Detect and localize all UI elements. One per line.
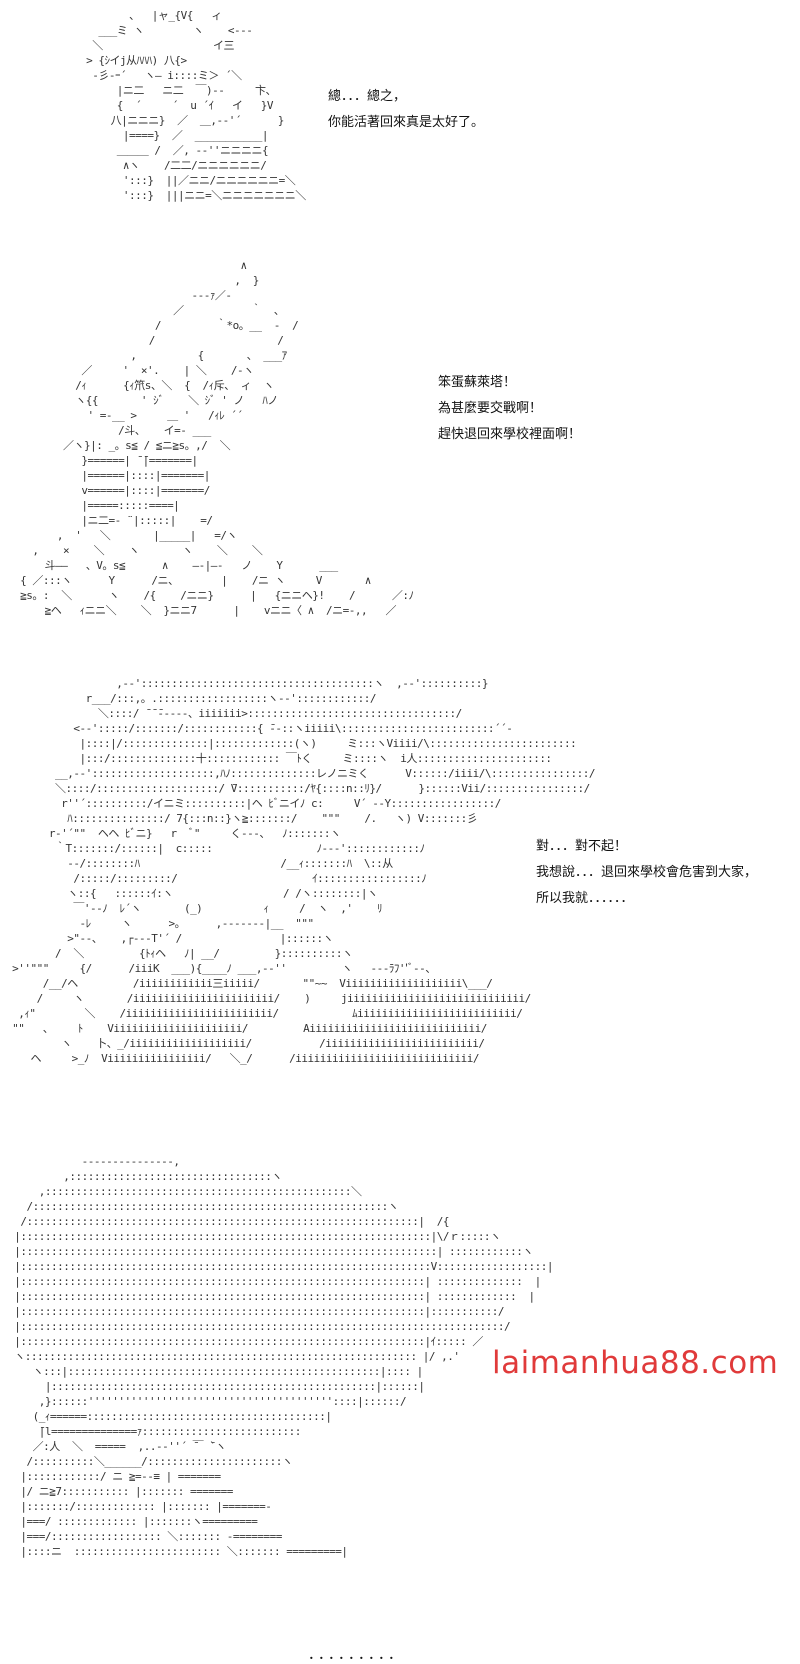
dialogue-line: 對．．．對不起！: [536, 839, 628, 854]
dialogue-line: 總．．．總之，: [328, 89, 407, 104]
dialogue-box: 對．．．對不起！ 我想說．．．退回來學校會危害到大家， 所以我就．．．．．．: [536, 834, 757, 912]
dialogue-line: 為甚麼要交戰啊！: [438, 401, 543, 416]
dialogue-line: 笨蛋蘇萊塔！: [438, 375, 517, 390]
dialogue-box: ．．．．．．．．．: [308, 1644, 405, 1664]
dialogue-box: 總．．．總之， 你能活著回來真是太好了。: [328, 84, 484, 136]
ascii-art-character-2: ∧ , } ---ｧ／- ／ ｀ 、 / ｀*o。__ - / /: [20, 259, 414, 617]
panel-3: ,-‐'::::::::::::::::::::::::::::::::::::…: [0, 670, 800, 1150]
dialogue-line: 趕快退回來學校裡面啊！: [438, 427, 582, 442]
ascii-art-character-1: 、 |ャ_{V{ ィ ___ミ ヽ ヽ <--- ＼ イ三 > {ｼイj从ﾊﾊﾊ…: [86, 9, 306, 202]
dialogue-line: ．．．．．．．．．: [308, 1647, 405, 1663]
ascii-art-character-4: ---------------, ,::::::::::::::::::::::…: [14, 1155, 554, 1558]
ascii-art-character-3: ,-‐'::::::::::::::::::::::::::::::::::::…: [12, 677, 596, 1065]
dialogue-box: 笨蛋蘇萊塔！ 為甚麼要交戰啊！ 趕快退回來學校裡面啊！: [438, 370, 581, 448]
panel-2: ∧ , } ---ｧ／- ／ ｀ 、 / ｀*o。__ - / /: [0, 250, 800, 670]
panel-1: 、 |ャ_{V{ ィ ___ミ ヽ ヽ <--- ＼ イ三 > {ｼイj从ﾊﾊﾊ…: [0, 0, 800, 250]
panel-4: ---------------, ,::::::::::::::::::::::…: [0, 1150, 800, 1663]
watermark-text: laimanhua88.com: [492, 1345, 779, 1381]
dialogue-line: 所以我就．．．．．．: [536, 891, 634, 906]
dialogue-line: 我想說．．．退回來學校會危害到大家，: [536, 865, 758, 880]
dialogue-line: 你能活著回來真是太好了。: [328, 115, 485, 130]
